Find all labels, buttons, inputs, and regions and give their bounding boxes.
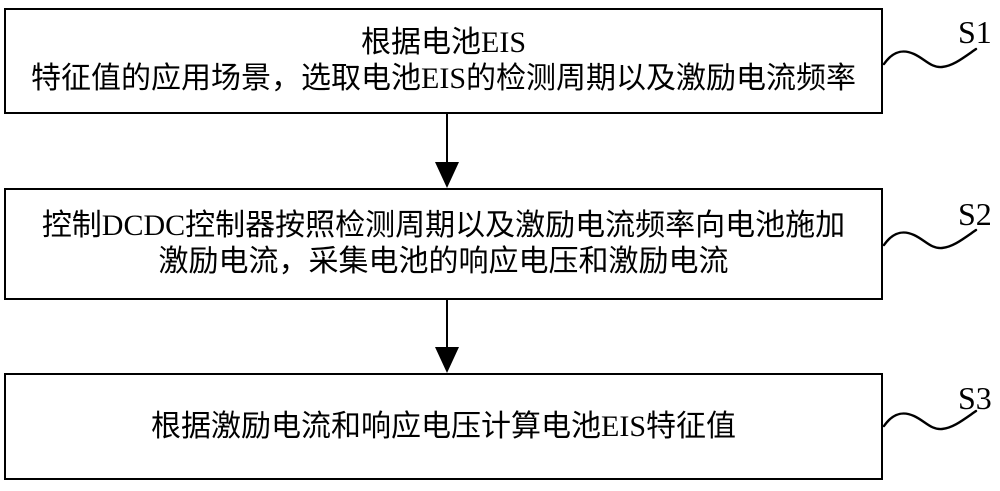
- step-1-text-line-1: 根据电池EIS: [361, 26, 526, 59]
- arrow-shaft: [446, 114, 448, 162]
- step-1-box: 根据电池EIS 特征值的应用场景，选取电池EIS的检测周期以及激励电流频率: [4, 8, 883, 114]
- step-3-label: S3: [958, 380, 992, 416]
- step-1-label: S1: [958, 14, 992, 50]
- step-3-box: 根据激励电流和响应电压计算电池EIS特征值: [4, 373, 883, 480]
- arrow-head: [435, 162, 459, 188]
- step-2-label: S2: [958, 196, 992, 232]
- step-3-text-line-1: 根据激励电流和响应电压计算电池EIS特征值: [151, 409, 736, 443]
- arrow-shaft: [446, 300, 448, 347]
- down-arrow-icon: [434, 300, 460, 373]
- squiggle-connector-icon: [883, 409, 978, 431]
- arrow-head: [435, 347, 459, 373]
- step-1-text-line-2: 特征值的应用场景，选取电池EIS的检测周期以及激励电流频率: [31, 62, 856, 95]
- squiggle-connector-icon: [883, 228, 978, 250]
- squiggle-connector-icon: [883, 47, 978, 69]
- step-2-box: 控制DCDC控制器按照检测周期以及激励电流频率向电池施加 激励电流，采集电池的响…: [4, 188, 883, 300]
- down-arrow-icon: [434, 114, 460, 188]
- step-2-text-line-2: 激励电流，采集电池的响应电压和激励电流: [158, 245, 729, 278]
- step-2-text-line-1: 控制DCDC控制器按照检测周期以及激励电流频率向电池施加: [41, 209, 846, 242]
